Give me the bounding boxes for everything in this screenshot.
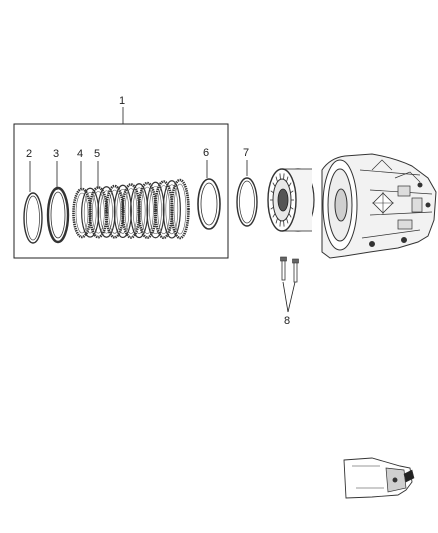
clutch-kit-box bbox=[13, 123, 229, 259]
steel-plate bbox=[113, 184, 132, 239]
steel-plate bbox=[81, 187, 100, 238]
disc-inner-edge bbox=[173, 183, 187, 235]
leader-lines bbox=[29, 107, 296, 313]
disc-inner-edge bbox=[132, 187, 146, 234]
drum-spline bbox=[283, 173, 285, 180]
callout-6: 6 bbox=[203, 147, 209, 159]
drum-spline bbox=[288, 182, 292, 187]
drum-spline bbox=[275, 218, 278, 224]
disc-inner-edge bbox=[108, 189, 121, 234]
bolts-8 bbox=[280, 256, 299, 283]
callout-1: 1 bbox=[119, 95, 125, 107]
pressure-plate-3 bbox=[46, 186, 70, 244]
disc-inner-edge bbox=[141, 186, 154, 234]
steel-plate bbox=[130, 183, 149, 239]
steel-plate bbox=[97, 186, 116, 238]
steel-plate bbox=[146, 181, 165, 239]
friction-disc bbox=[170, 178, 190, 240]
drum-spline bbox=[286, 176, 289, 182]
disc-inner-edge bbox=[83, 191, 97, 234]
drum-spline bbox=[286, 218, 289, 224]
friction-disc bbox=[137, 181, 158, 239]
drum-spline bbox=[283, 220, 285, 227]
reaction-plate-6 bbox=[197, 178, 221, 230]
callout-5: 5 bbox=[94, 148, 100, 160]
vehicle-location-thumbnail bbox=[343, 457, 415, 499]
drum-spline bbox=[288, 213, 292, 218]
clutch-drum bbox=[267, 168, 315, 232]
snap-ring-7 bbox=[236, 177, 258, 227]
steel-plate bbox=[162, 180, 181, 239]
transmission-case bbox=[321, 153, 437, 259]
drum-spline bbox=[279, 173, 281, 180]
drum-spline bbox=[279, 220, 281, 227]
snap-ring-2 bbox=[23, 192, 43, 244]
disc-inner-edge bbox=[75, 192, 89, 234]
callout-4: 4 bbox=[77, 148, 83, 160]
friction-disc bbox=[72, 187, 92, 239]
drum-spline bbox=[275, 176, 278, 182]
drum-spline bbox=[272, 182, 276, 187]
disc-inner-edge bbox=[116, 188, 130, 234]
callout-3: 3 bbox=[53, 148, 59, 160]
disc-inner-edge bbox=[124, 188, 138, 234]
disc-inner-edge bbox=[157, 185, 170, 235]
disc-inner-edge bbox=[100, 190, 113, 234]
disc-inner-edge bbox=[92, 191, 105, 234]
disc-inner-edge bbox=[149, 185, 162, 235]
drum-spline bbox=[272, 213, 276, 218]
disc-inner-edge bbox=[165, 184, 179, 235]
callout-7: 7 bbox=[243, 147, 249, 159]
callout-2: 2 bbox=[26, 148, 32, 160]
clutch-disc-stack-4-5 bbox=[72, 178, 190, 240]
callout-8: 8 bbox=[284, 315, 290, 327]
